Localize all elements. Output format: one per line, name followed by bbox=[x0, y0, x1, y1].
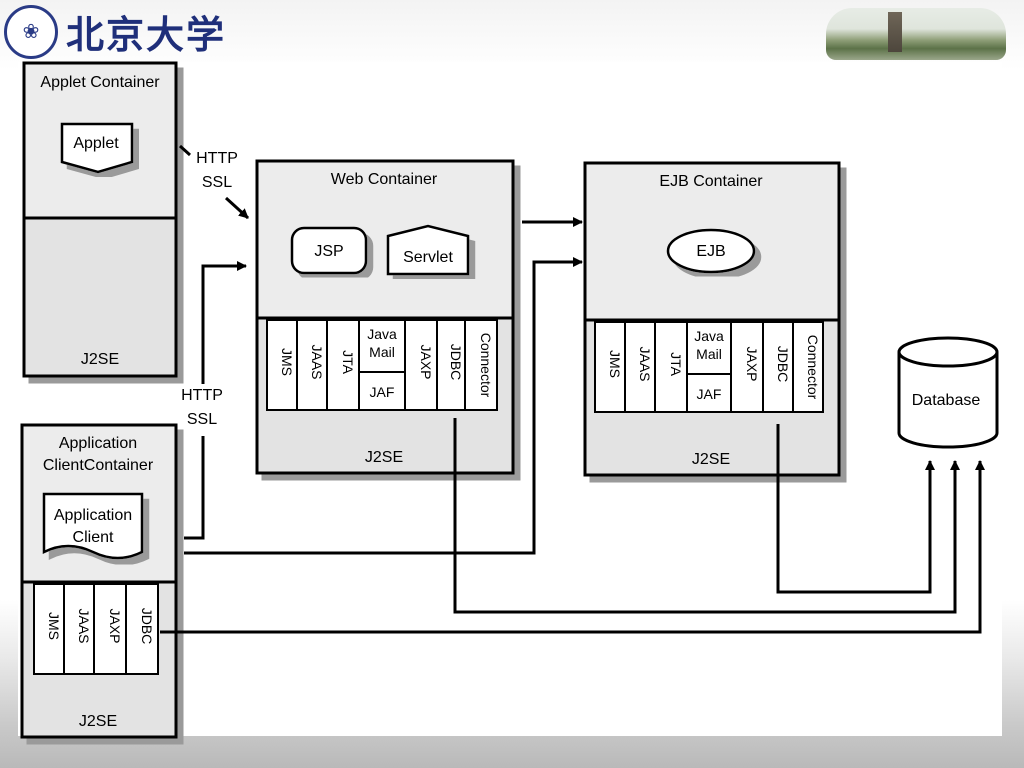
http-label-top: HTTP bbox=[196, 150, 238, 167]
jsp-label: JSP bbox=[314, 243, 343, 260]
ssl-label-top: SSL bbox=[202, 174, 232, 191]
servlet-component: Servlet bbox=[386, 224, 470, 276]
database-label: Database bbox=[912, 392, 981, 409]
applet-label: Applet bbox=[73, 135, 119, 152]
app-client-api-strip: JMS JAAS JAXP JDBC bbox=[33, 583, 159, 675]
ejb-j2se-label: J2SE bbox=[692, 451, 730, 468]
applet-to-web-arrow-start bbox=[178, 144, 192, 157]
ejb-api-jaf: JAF bbox=[697, 386, 722, 402]
app-client-j2se-label: J2SE bbox=[79, 713, 117, 730]
client-to-web-arrow bbox=[201, 261, 247, 384]
client-jdbc-to-database bbox=[160, 460, 985, 634]
web-jdbc-to-database bbox=[453, 418, 960, 614]
application-client-component: Application Client bbox=[42, 492, 144, 560]
ejb-jdbc-to-database bbox=[776, 424, 935, 594]
web-container: Web Container JSP Servlet JMS JAAS JTA J… bbox=[255, 159, 515, 475]
applet-container: Applet Container Applet J2SE bbox=[22, 61, 178, 378]
web-api-jaf: JAF bbox=[370, 384, 395, 400]
ejb-api-java-mail-1: Java bbox=[694, 328, 724, 344]
ejb-api-jta: JTA bbox=[668, 352, 684, 377]
ejb-label: EJB bbox=[696, 243, 725, 260]
applet-j2se-label: J2SE bbox=[81, 351, 119, 368]
ejb-api-connector: Connector bbox=[805, 335, 821, 400]
app-api-jaas: JAAS bbox=[76, 608, 92, 643]
applet-component: Applet bbox=[60, 122, 134, 174]
app-client-label-1: Application bbox=[54, 507, 132, 524]
client-to-ejb-arrow bbox=[184, 257, 583, 555]
ejb-api-jms: JMS bbox=[607, 350, 623, 378]
web-api-strip: JMS JAAS JTA Java Mail JAF JAXP JDBC Con… bbox=[266, 319, 498, 411]
jsp-component: JSP bbox=[290, 226, 368, 275]
ejb-component: EJB bbox=[666, 228, 756, 274]
servlet-label: Servlet bbox=[403, 249, 453, 266]
app-client-container-title-2: ClientContainer bbox=[43, 457, 154, 474]
ssl-label-bottom: SSL bbox=[187, 411, 217, 428]
university-name: 北京大学 bbox=[66, 12, 227, 57]
pagoda-icon bbox=[888, 12, 902, 52]
app-api-jaxp: JAXP bbox=[107, 608, 123, 643]
web-api-connector: Connector bbox=[478, 333, 494, 398]
campus-pagoda-photo-icon bbox=[826, 8, 1006, 60]
web-api-jaas: JAAS bbox=[309, 344, 325, 379]
university-logo: ❀ 北京大学 bbox=[4, 4, 226, 59]
ejb-api-jaxp: JAXP bbox=[744, 346, 760, 381]
web-container-title: Web Container bbox=[331, 171, 438, 188]
ejb-container: EJB Container EJB JMS JAAS JTA Java Mail… bbox=[583, 161, 841, 477]
ejb-api-jaas: JAAS bbox=[637, 346, 653, 381]
applet-to-web-arrow bbox=[224, 196, 250, 220]
web-j2se-label: J2SE bbox=[365, 449, 403, 466]
applet-container-title: Applet Container bbox=[40, 74, 160, 91]
ejb-api-jdbc: JDBC bbox=[775, 346, 791, 383]
app-api-jms: JMS bbox=[46, 612, 62, 640]
web-api-jms: JMS bbox=[279, 348, 295, 376]
client-to-web-connector bbox=[184, 436, 205, 540]
ejb-container-title: EJB Container bbox=[659, 173, 763, 190]
app-client-container-title-1: Application bbox=[59, 435, 137, 452]
database-cylinder: Database bbox=[897, 336, 999, 449]
peking-university-seal-icon: ❀ bbox=[4, 4, 58, 59]
http-label-bottom: HTTP bbox=[181, 387, 223, 404]
web-api-java-mail-2: Mail bbox=[369, 344, 395, 360]
web-api-java-mail-1: Java bbox=[367, 326, 397, 342]
web-api-jdbc: JDBC bbox=[448, 344, 464, 381]
app-api-jdbc: JDBC bbox=[139, 608, 155, 645]
ejb-api-strip: JMS JAAS JTA Java Mail JAF JAXP JDBC Con… bbox=[594, 321, 824, 413]
web-api-jaxp: JAXP bbox=[418, 344, 434, 379]
application-client-container: Application ClientContainer Application … bbox=[20, 423, 178, 739]
ejb-api-java-mail-2: Mail bbox=[696, 346, 722, 362]
app-client-label-2: Client bbox=[73, 529, 114, 546]
web-api-jta: JTA bbox=[340, 350, 356, 375]
